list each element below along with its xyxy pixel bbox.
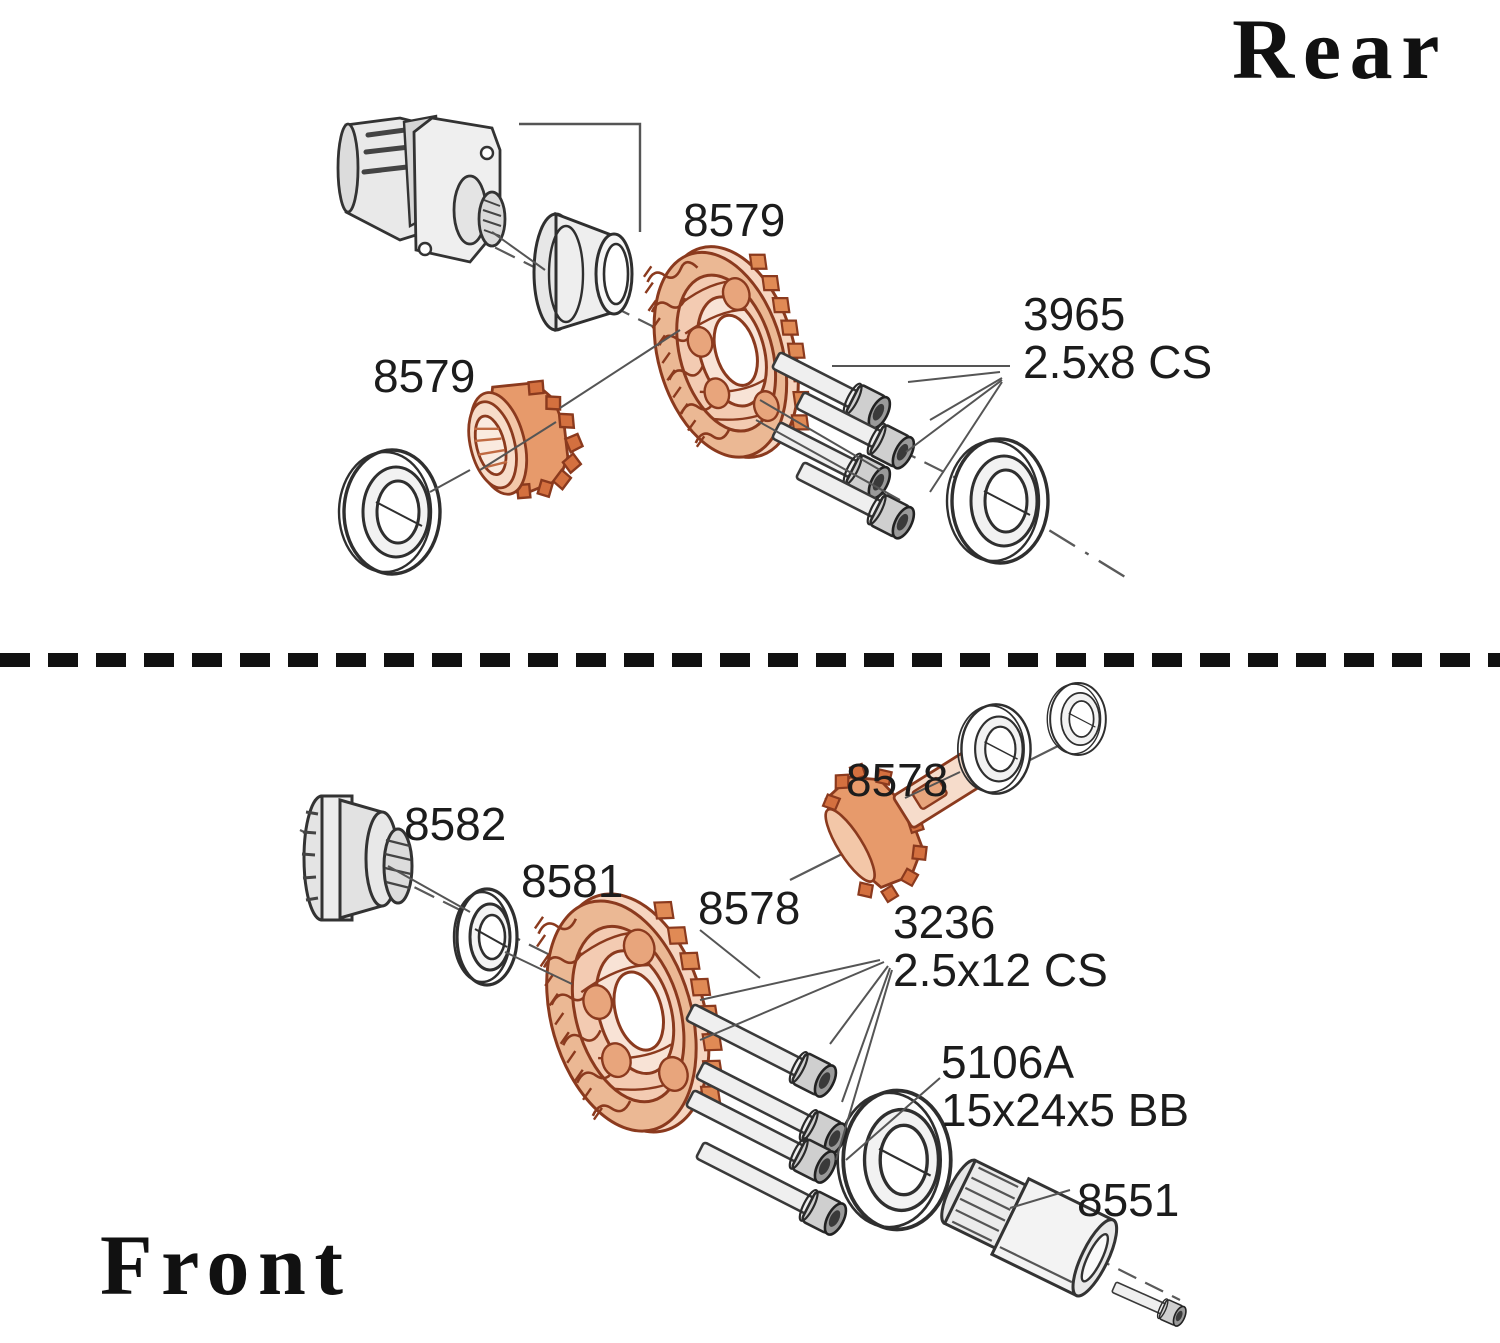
leader-lines-front [387,771,1071,1209]
front-shim [452,887,519,987]
front-bearing-small-2 [1046,682,1107,756]
part-label-rear-screws: 3965 2.5x8 CS [1023,290,1212,387]
part-label-front-screws-number: 3236 [893,896,996,948]
rear-pinion-gear [467,379,585,500]
front-bearing-large [835,1088,953,1232]
rear-section-artwork [336,114,1131,582]
part-label-front-bearing-number: 5106A [941,1036,1075,1088]
part-label-front-screws-size: 2.5x12 CS [893,944,1108,997]
part-label-front-stub-axle: 8551 [1077,1174,1180,1226]
part-label-front-shim: 8581 [521,855,624,907]
rear-ring-gear [642,245,812,459]
rear-cap-screws [766,343,920,543]
part-label-front-ring-gear: 8578 [698,882,801,934]
front-pinion-gear [821,749,989,904]
rear-bearing-right [945,437,1050,565]
leader-line-rear-ringgear-bracket [519,122,642,232]
section-title-rear: Rear [1232,1,1448,97]
rear-diff-housing [336,114,507,264]
part-label-front-pinion-gear: 8578 [846,754,949,806]
rear-collar [532,211,634,333]
part-label-front-output-hub: 8582 [404,798,507,850]
part-label-rear-screws-size: 2.5x8 CS [1023,336,1213,389]
rear-bearing-left [337,448,442,576]
part-label-rear-ring-gear: 8579 [683,194,786,246]
section-title-front: Front [100,1217,352,1313]
front-ring-gear [533,892,724,1134]
front-bearing-small-1 [956,703,1032,795]
front-output-hub [301,794,414,922]
front-section-artwork [299,682,1190,1329]
front-stub-axle [940,1158,1119,1298]
part-label-front-screws: 3236 2.5x12 CS [893,898,1108,995]
part-label-rear-screws-number: 3965 [1023,288,1126,340]
part-label-front-bearing: 5106A 15x24x5 BB [941,1038,1189,1135]
part-label-rear-pinion-gear: 8579 [373,350,476,402]
part-label-front-bearing-size: 15x24x5 BB [941,1084,1190,1137]
leader-lines-rear [429,231,1010,501]
